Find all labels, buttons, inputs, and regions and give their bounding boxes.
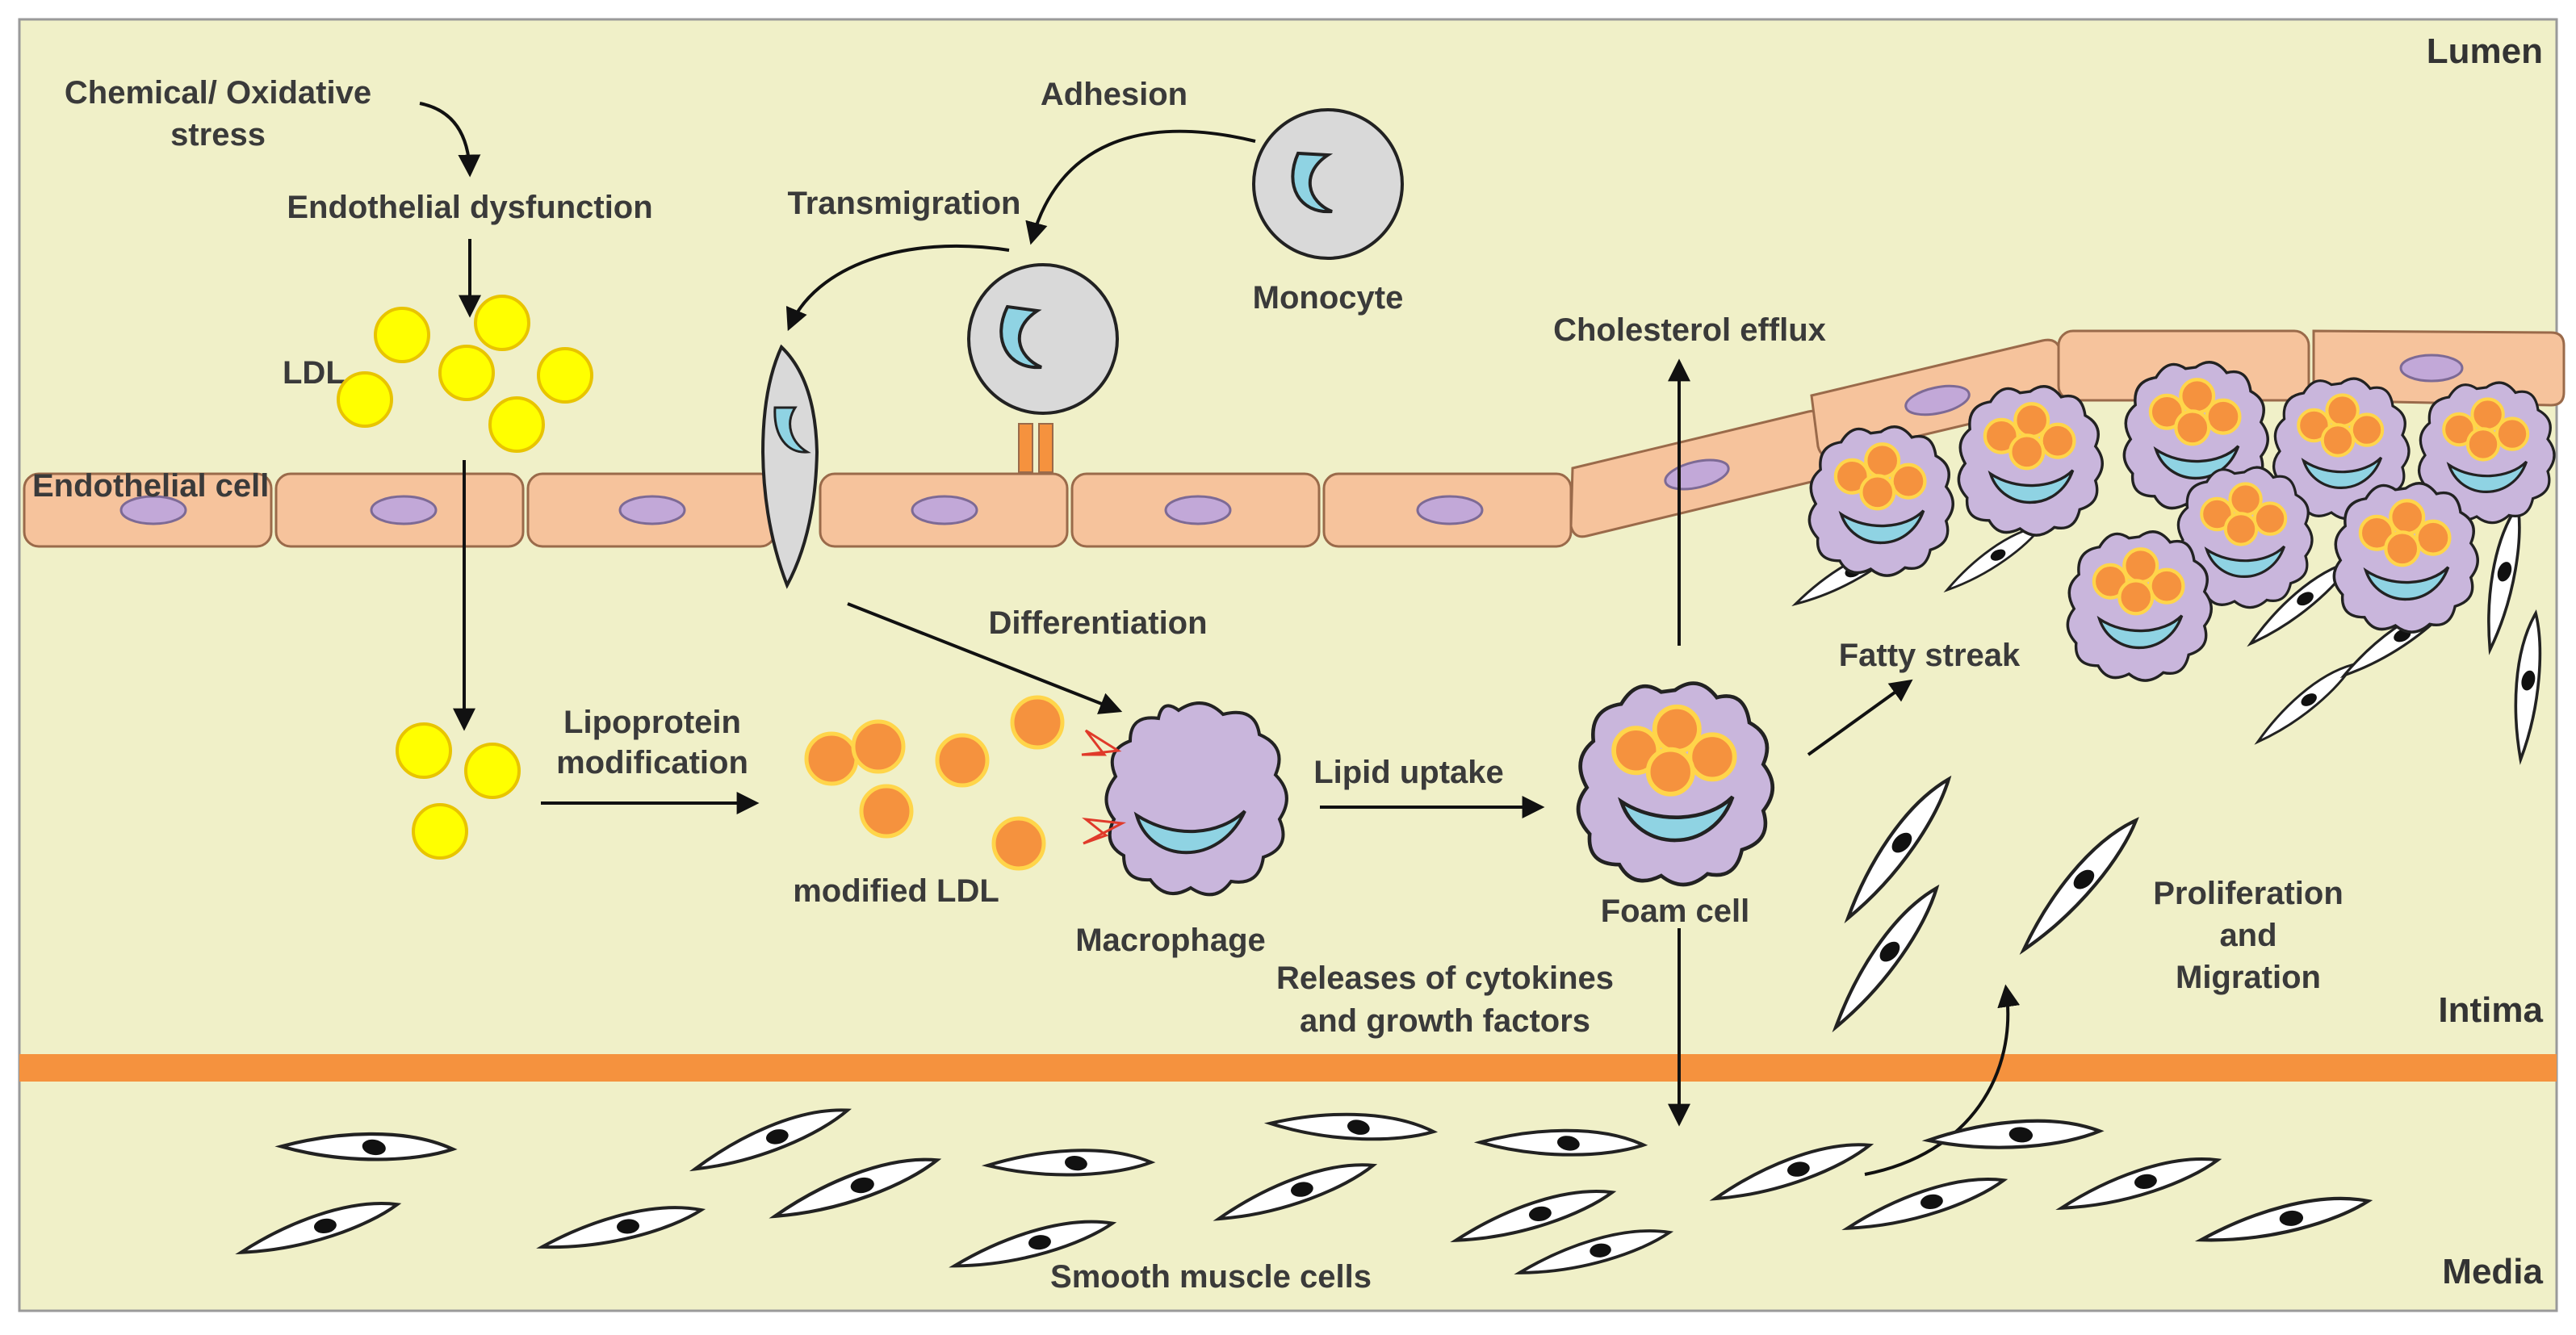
cholesterol-efflux-label: Cholesterol efflux xyxy=(1553,312,1826,348)
smooth-muscle-label: Smooth muscle cells xyxy=(1050,1259,1372,1295)
differentiation-arrow xyxy=(847,602,1123,714)
endothelial-cell xyxy=(1070,472,1321,548)
fatty-streak-arrow xyxy=(1807,679,1913,756)
differentiation-label: Differentiation xyxy=(988,605,1207,641)
proliferation-label-line1: Proliferation xyxy=(2153,876,2344,911)
foam-cell-label: Foam cell xyxy=(1601,893,1750,929)
endothelial-cell xyxy=(526,472,777,548)
adhesion-arrow xyxy=(1025,129,1256,245)
migration-arrow xyxy=(1864,984,2021,1176)
endothelium xyxy=(23,329,2566,548)
releases-label-line2: and growth factors xyxy=(1300,1003,1590,1039)
ldl-particle xyxy=(464,743,521,799)
stress-label-line1: Chemical/ Oxidative xyxy=(65,75,371,111)
intima-ldl-particles xyxy=(396,722,521,860)
stress-label-line2: stress xyxy=(170,117,266,153)
endothelial-cell xyxy=(23,472,273,548)
ldl-particle xyxy=(396,722,452,779)
monocyte xyxy=(1252,108,1404,260)
internal-elastic-lamina xyxy=(19,1054,2557,1082)
stress-arrow xyxy=(419,102,481,178)
adhesion-label: Adhesion xyxy=(1041,77,1187,112)
proliferation-label-line2: and xyxy=(2219,918,2277,953)
lumen-label: Lumen xyxy=(2427,31,2543,71)
modified-ldl-particle xyxy=(859,784,914,839)
ldl-particle xyxy=(537,347,593,404)
modified-ldl-particle xyxy=(991,816,1046,871)
modified-ldl-particle xyxy=(1010,695,1065,750)
lipoprotein-label-line2: modification xyxy=(556,745,748,780)
releases-label-line1: Releases of cytokines xyxy=(1276,960,1614,996)
media-label: Media xyxy=(2442,1252,2543,1291)
lipoprotein-label-line1: Lipoprotein xyxy=(563,705,741,740)
proliferation-label-line3: Migration xyxy=(2176,960,2321,995)
fatty-streak-label: Fatty streak xyxy=(1839,638,2021,673)
modified-ldl-label: modified LDL xyxy=(793,873,999,909)
ldl-particle xyxy=(337,371,393,428)
transmigration-label: Transmigration xyxy=(788,186,1021,221)
ldl-particles xyxy=(337,295,593,453)
modified-ldl-particles xyxy=(804,695,1065,871)
macrophage xyxy=(1081,701,1288,897)
modified-ldl-particle xyxy=(804,731,859,786)
transmigration-arrow xyxy=(785,244,1010,332)
endothelial-dysfunction-label: Endothelial dysfunction xyxy=(287,190,652,225)
ldl-particle xyxy=(374,307,430,363)
monocyte-label: Monocyte xyxy=(1253,280,1404,316)
endothelial-cell xyxy=(1322,472,1573,548)
endothelial-cell xyxy=(1569,409,1834,538)
adhered-monocyte xyxy=(967,263,1119,473)
ldl-particle xyxy=(412,803,468,860)
ldl-particle xyxy=(438,345,495,401)
endothelial-cell xyxy=(274,472,525,548)
ldl-particle xyxy=(488,396,545,453)
modified-ldl-particle xyxy=(935,733,990,788)
modified-ldl-particle xyxy=(851,719,906,774)
endothelial-cell-label: Endothelial cell xyxy=(32,468,269,504)
endothelial-cell xyxy=(819,472,1069,548)
intima-label: Intima xyxy=(2438,990,2543,1030)
lipid-uptake-label: Lipid uptake xyxy=(1313,755,1504,790)
macrophage-label: Macrophage xyxy=(1075,923,1266,958)
transmigrating-monocyte xyxy=(760,344,819,589)
ldl-label: LDL xyxy=(283,355,346,391)
ldl-particle xyxy=(474,295,530,351)
